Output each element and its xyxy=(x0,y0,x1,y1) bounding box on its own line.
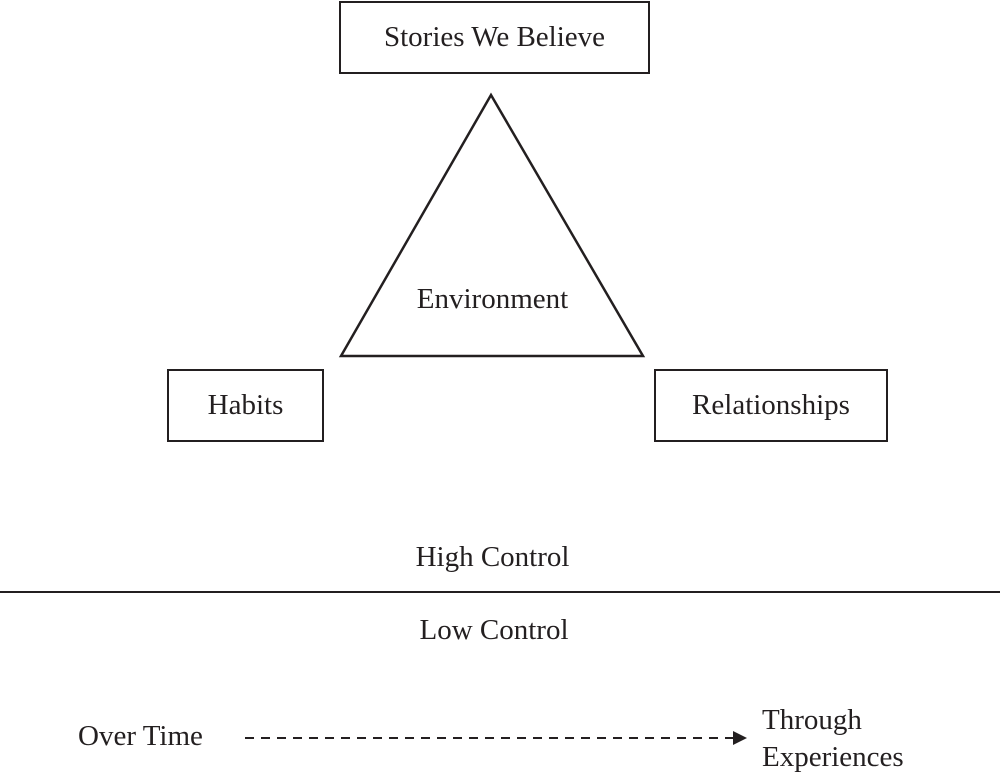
high-control-label: High Control xyxy=(415,541,570,573)
over-time-label: Over Time xyxy=(78,720,203,752)
environment-triangle xyxy=(338,92,646,358)
habits-box: Habits xyxy=(167,369,324,442)
stories-we-believe-label: Stories We Believe xyxy=(383,21,606,53)
environment-label: Environment xyxy=(416,283,569,315)
relationships-label: Relationships xyxy=(692,389,850,421)
through-experiences-label: Through Experiences xyxy=(762,702,962,776)
low-control-label: Low Control xyxy=(419,614,569,646)
relationships-box: Relationships xyxy=(654,369,888,442)
experiences-label: Experiences xyxy=(762,741,904,773)
timeline-arrowhead xyxy=(733,731,747,745)
habits-label: Habits xyxy=(207,389,284,421)
stories-we-believe-box: Stories We Believe xyxy=(339,1,650,74)
through-label: Through xyxy=(762,704,862,736)
